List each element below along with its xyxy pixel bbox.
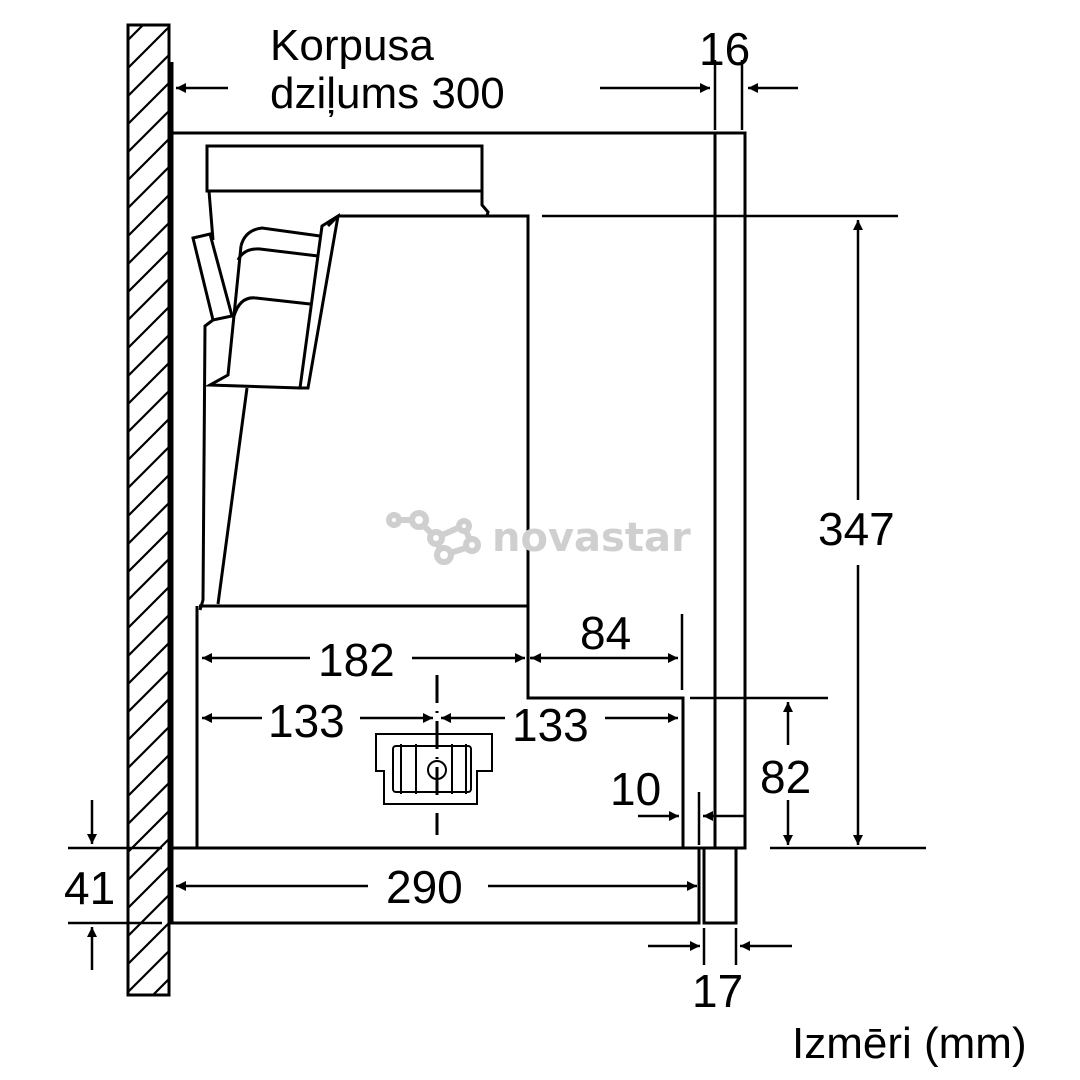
dim-gap-10: 10 <box>610 763 662 815</box>
dim-height-347: 347 <box>818 503 895 555</box>
dim-bottom-290: 290 <box>386 861 463 913</box>
units-label: Izmēri (mm) <box>792 1019 1027 1068</box>
dim-step-84: 84 <box>580 607 632 659</box>
dim-bottom-height-41: 41 <box>64 862 116 914</box>
watermark-text: novastar <box>492 515 691 561</box>
front-strip <box>702 846 738 925</box>
hood-top-box <box>205 144 484 193</box>
dim-depth-182: 182 <box>318 634 395 686</box>
molecule-logo-icon <box>386 510 481 565</box>
cabinet-depth-label-line2: dziļums 300 <box>270 69 505 118</box>
dim-front-panel-16: 16 <box>699 23 751 75</box>
outlet-fitting <box>375 675 493 835</box>
cabinet-depth-label-line1: Korpusa <box>270 21 434 70</box>
bottom-plate <box>170 846 701 925</box>
dim-step-height-82: 82 <box>760 751 812 803</box>
front-panel <box>713 131 747 850</box>
dim-right-133: 133 <box>512 699 589 751</box>
dim-left-133: 133 <box>268 695 345 747</box>
wall-section <box>126 23 171 997</box>
dim-front-strip-17: 17 <box>692 965 744 1017</box>
watermark: novastar <box>386 508 691 568</box>
